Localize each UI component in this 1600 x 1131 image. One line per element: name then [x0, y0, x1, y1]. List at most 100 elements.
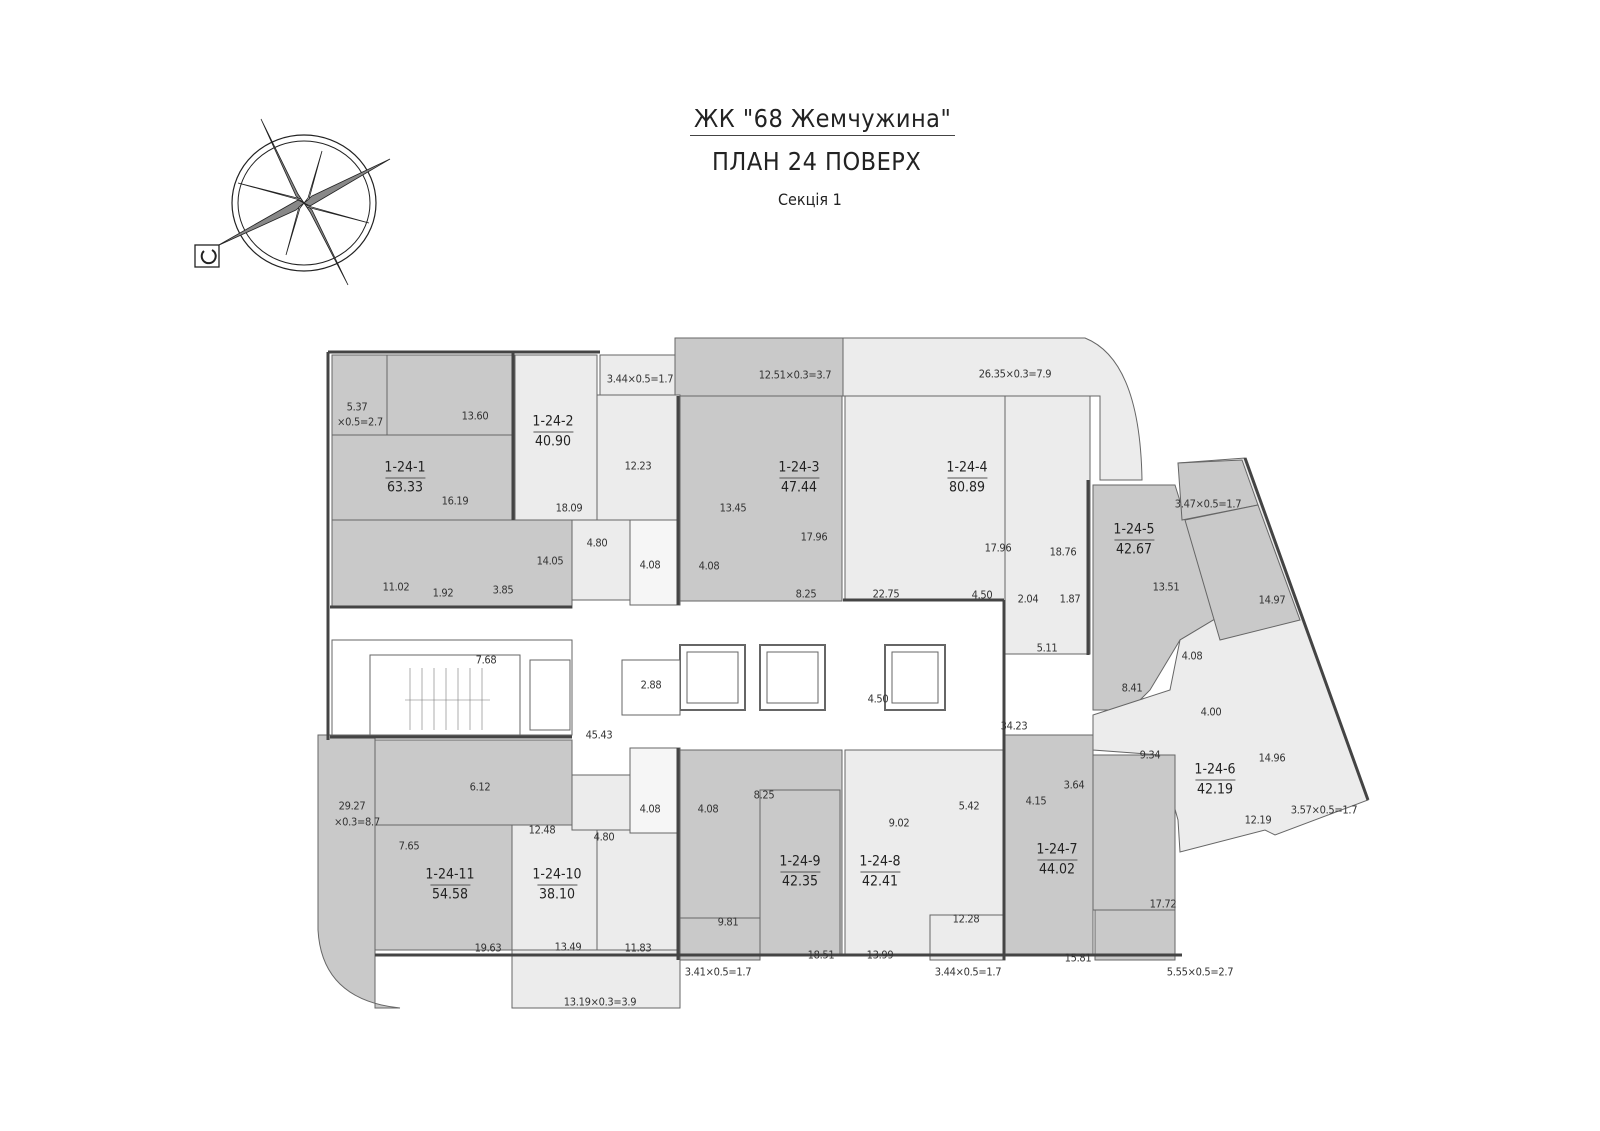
room-area: 3.44×0.5=1.7: [934, 965, 1002, 979]
room-area: 4.80: [586, 536, 608, 550]
room-area: 11.83: [624, 941, 652, 955]
room-area: 3.44×0.5=1.7: [606, 372, 674, 386]
apartment-id: 1-24-8: [859, 853, 901, 870]
apartment-area: 38.10: [536, 884, 578, 903]
apartment-id: 1-24-1: [384, 459, 426, 476]
room-area: 18.51: [807, 948, 835, 962]
rooms: [317, 337, 1370, 1009]
apartment-id: 1-24-3: [778, 459, 820, 476]
apartment-id: 1-24-6: [1194, 761, 1236, 778]
room-area: 4.80: [593, 830, 615, 844]
apartment-area: 63.33: [384, 477, 426, 496]
room-area: 15.81: [1064, 951, 1092, 965]
room-area: 4.50: [971, 588, 993, 602]
room-area: 3.64: [1063, 778, 1085, 792]
section-label: Секція 1: [778, 190, 842, 209]
room-area: 8.25: [795, 587, 817, 601]
room-area: 4.00: [1200, 705, 1222, 719]
room-area: 13.51: [1152, 580, 1180, 594]
room-area: 11.02: [382, 580, 410, 594]
apartment-area: 54.58: [429, 884, 471, 903]
room-area: 4.08: [697, 802, 719, 816]
apartment-area: 40.90: [532, 431, 574, 450]
room-area: 12.51×0.3=3.7: [758, 368, 832, 382]
apartment-id: 1-24-7: [1036, 841, 1078, 858]
room-area: 3.57×0.5=1.7: [1290, 803, 1358, 817]
room-area: 5.42: [958, 799, 980, 813]
room-area: 13.99: [866, 948, 894, 962]
room-area: 17.72: [1149, 897, 1177, 911]
room-area: 18.76: [1049, 545, 1077, 559]
room-area: 6.12: [469, 780, 491, 794]
room-area: 14.05: [536, 554, 564, 568]
apartment-id: 1-24-10: [532, 866, 582, 883]
room-area: ×0.3=8.7: [334, 815, 380, 829]
complex-title: ЖК "68 Жемчужина": [690, 104, 956, 136]
apartment-area: 47.44: [778, 477, 820, 496]
room-area: 5.37: [346, 400, 368, 414]
room-area: 4.08: [1181, 649, 1203, 663]
room-area: 4.08: [639, 558, 661, 572]
room-area: 34.23: [1000, 719, 1028, 733]
apartment-area: 44.02: [1036, 859, 1078, 878]
room-area: 14.97: [1258, 593, 1286, 607]
room-area: 3.85: [492, 583, 514, 597]
room-area: 17.96: [800, 530, 828, 544]
apartment-area: 42.35: [779, 871, 821, 890]
room-area: 18.09: [555, 501, 583, 515]
room-area: 3.41×0.5=1.7: [684, 965, 752, 979]
room-area: 4.08: [639, 802, 661, 816]
room-area: 19.63: [474, 941, 502, 955]
room-area: 8.25: [753, 788, 775, 802]
apartment-id: 1-24-2: [532, 413, 574, 430]
room-area: 13.19×0.3=3.9: [563, 995, 637, 1009]
room-area: 9.02: [888, 816, 910, 830]
room-area: 4.15: [1025, 794, 1047, 808]
room-area: 7.65: [398, 839, 420, 853]
room-area: 13.60: [461, 409, 489, 423]
apartment-id: 1-24-11: [425, 866, 475, 883]
apartment-area: 80.89: [946, 477, 988, 496]
room-area: 8.41: [1121, 681, 1143, 695]
room-area: 1.92: [432, 586, 454, 600]
room-area: 12.48: [528, 823, 556, 837]
room-area: 12.28: [952, 912, 980, 926]
room-area: 5.11: [1036, 641, 1058, 655]
floor-plan-title: ПЛАН 24 ПОВЕРХ: [712, 147, 922, 176]
room-area: 14.96: [1258, 751, 1286, 765]
room-area: 1.87: [1059, 592, 1081, 606]
compass-rose-icon: [194, 118, 391, 286]
room-area: ×0.5=2.7: [337, 415, 383, 429]
room-area: 45.43: [585, 728, 613, 742]
room-area: 13.49: [554, 940, 582, 954]
apartment-id: 1-24-4: [946, 459, 988, 476]
apartment-id: 1-24-9: [779, 853, 821, 870]
room-area: 13.45: [719, 501, 747, 515]
room-area: 2.88: [640, 678, 662, 692]
room-area: 9.81: [717, 915, 739, 929]
apartment-area: 42.19: [1194, 779, 1236, 798]
room-area: 22.75: [872, 587, 900, 601]
room-area: 26.35×0.3=7.9: [978, 367, 1052, 381]
room-area: 4.50: [867, 692, 889, 706]
apartment-area: 42.41: [859, 871, 901, 890]
room-area: 12.19: [1244, 813, 1272, 827]
apartment-area: 42.67: [1113, 539, 1155, 558]
apartment-id: 1-24-5: [1113, 521, 1155, 538]
room-area: 17.96: [984, 541, 1012, 555]
room-area: 16.19: [441, 494, 469, 508]
room-area: 5.55×0.5=2.7: [1166, 965, 1234, 979]
room-area: 9.34: [1139, 748, 1161, 762]
